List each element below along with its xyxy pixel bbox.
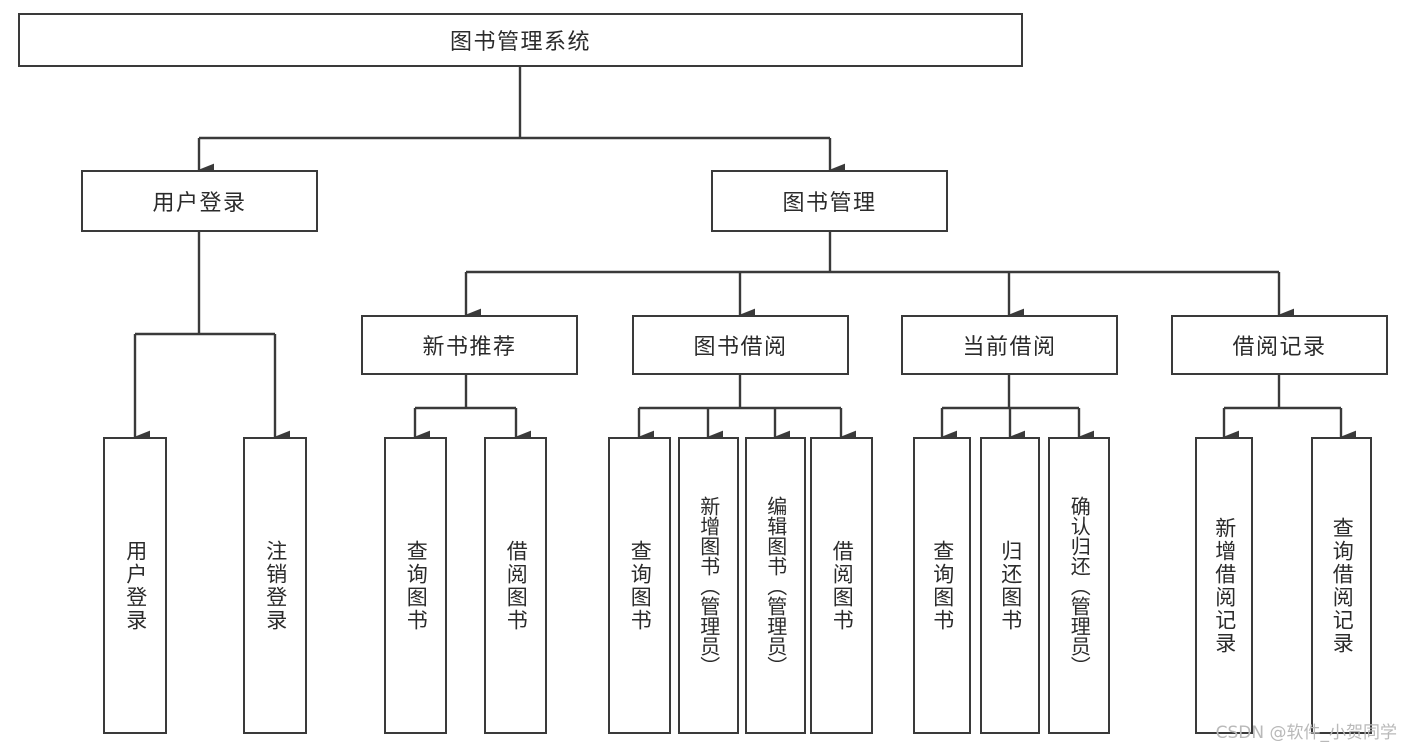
- node-leaf-return-book[interactable]: [980, 437, 1040, 734]
- node-leaf-confirm-return[interactable]: [1048, 437, 1110, 734]
- node-leaf-query-book-current[interactable]: [913, 437, 971, 734]
- node-current-borrow[interactable]: 当前借阅: [901, 315, 1118, 375]
- node-label: 当前借阅: [962, 335, 1057, 360]
- node-label: 借阅记录: [1232, 335, 1327, 360]
- node-book-borrow[interactable]: 图书借阅: [632, 315, 849, 375]
- node-leaf-add-book[interactable]: [678, 437, 739, 734]
- node-leaf-query-borrow-record[interactable]: [1311, 437, 1372, 734]
- connector-borrow-record-to-leaves: [1222, 375, 1356, 444]
- connector-current-borrow-to-leaves: [940, 375, 1094, 444]
- node-label: 新书推荐: [422, 335, 517, 360]
- node-new-book-recommend[interactable]: 新书推荐: [361, 315, 578, 375]
- node-label: 图书借阅: [693, 335, 788, 360]
- node-leaf-borrow-book-recommend[interactable]: [484, 437, 547, 734]
- connector-root-to-level2: [197, 67, 845, 177]
- node-borrow-record[interactable]: 借阅记录: [1171, 315, 1388, 375]
- node-label: 图书管理: [782, 191, 877, 216]
- connector-book-manage-to-level3: [464, 232, 1294, 322]
- node-root-book-management-system[interactable]: 图书管理系统: [18, 13, 1023, 67]
- csdn-watermark: CSDN @软件_小贺同学: [1215, 723, 1397, 743]
- node-leaf-user-login[interactable]: [103, 437, 167, 734]
- node-leaf-query-book-borrow[interactable]: [608, 437, 671, 734]
- node-label: 用户登录: [152, 191, 247, 216]
- connector-book-borrow-to-leaves: [637, 375, 856, 444]
- node-user-login[interactable]: 用户登录: [81, 170, 318, 232]
- node-leaf-query-book-recommend[interactable]: [384, 437, 447, 734]
- node-leaf-logout-login[interactable]: [243, 437, 307, 734]
- connector-user-login-to-leaves: [133, 232, 290, 444]
- node-label: 图书管理系统: [449, 30, 591, 55]
- node-book-manage[interactable]: 图书管理: [711, 170, 948, 232]
- node-leaf-add-borrow-record[interactable]: [1195, 437, 1253, 734]
- node-leaf-borrow-book[interactable]: [810, 437, 873, 734]
- connector-new-book-recommend-to-leaves: [413, 375, 531, 444]
- node-leaf-edit-book[interactable]: [745, 437, 806, 734]
